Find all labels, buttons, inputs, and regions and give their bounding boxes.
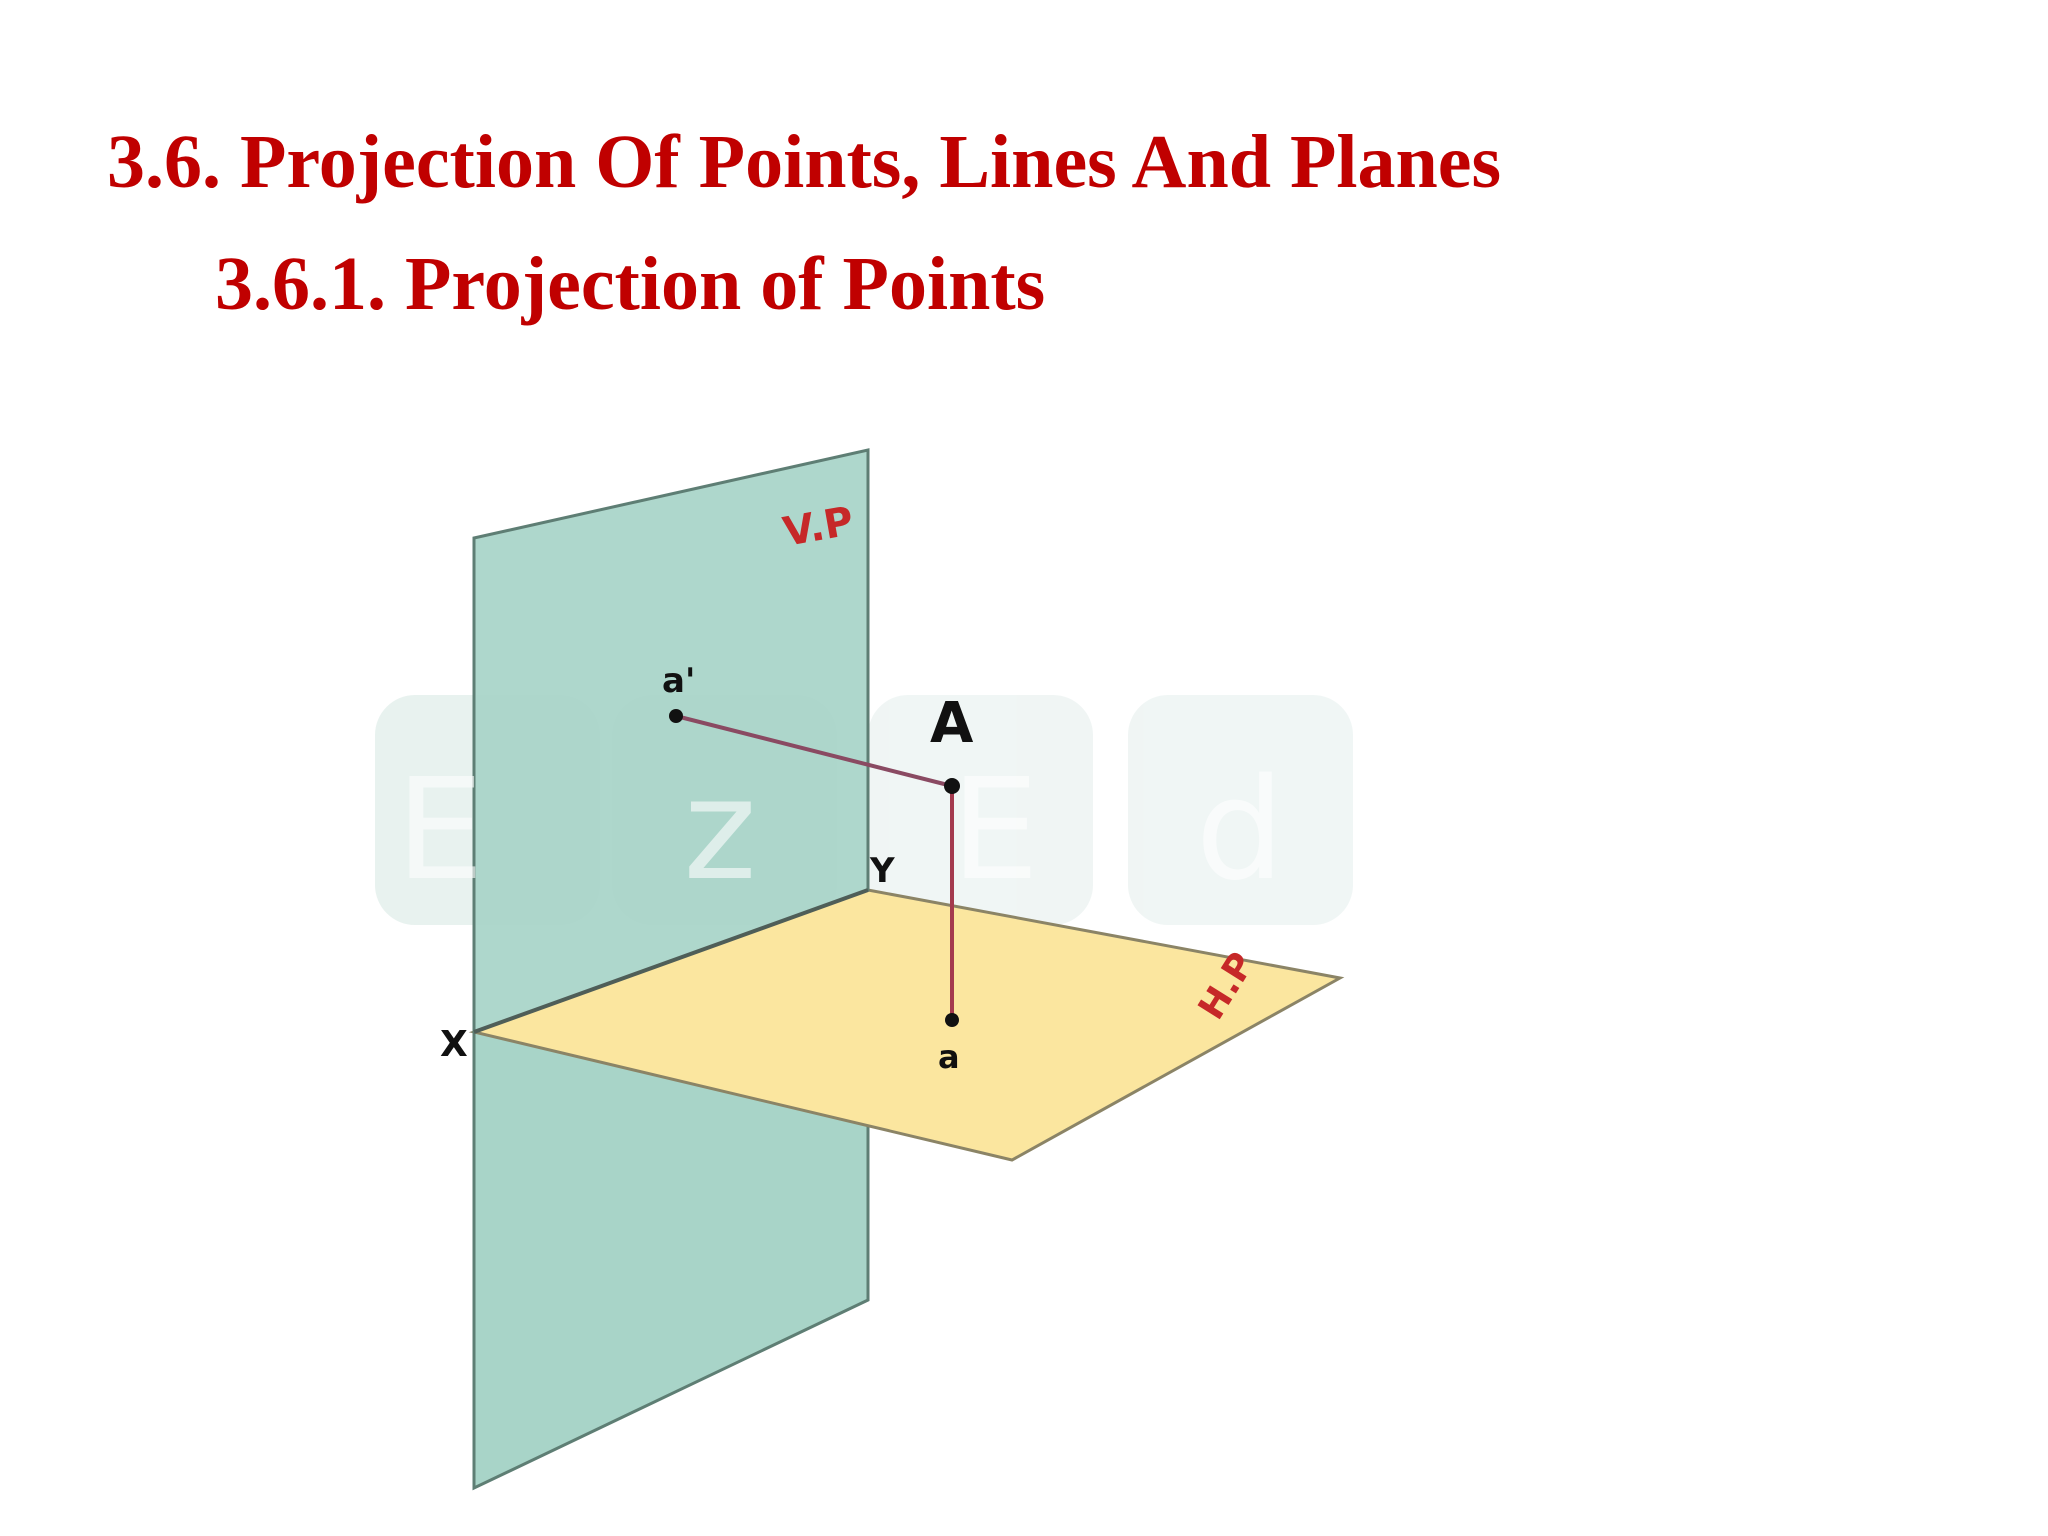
- watermark-letter: E: [951, 749, 1039, 912]
- point-a-label: A: [930, 691, 974, 756]
- x-label: X: [440, 1024, 468, 1065]
- top-view-label: a: [938, 1038, 960, 1076]
- point-top-view-dot: [945, 1013, 959, 1027]
- watermark-tile: [1128, 695, 1353, 925]
- watermark-letter: z: [683, 749, 757, 912]
- watermark-letters: E z E d: [396, 749, 1285, 912]
- watermark-tile: [868, 695, 1093, 925]
- watermark-letter: E: [396, 749, 484, 912]
- watermark-letter: d: [1196, 749, 1285, 912]
- xy-reference-line: [473, 888, 869, 1034]
- projector-front: [675, 714, 953, 788]
- page-title: 3.6. Projection Of Points, Lines And Pla…: [107, 120, 1502, 204]
- y-label: Y: [869, 851, 895, 891]
- point-a-dot: [944, 778, 960, 794]
- front-view-label: a': [662, 661, 695, 701]
- point-front-view-dot: [669, 709, 683, 723]
- section-subtitle: 3.6.1. Projection of Points: [215, 242, 1046, 326]
